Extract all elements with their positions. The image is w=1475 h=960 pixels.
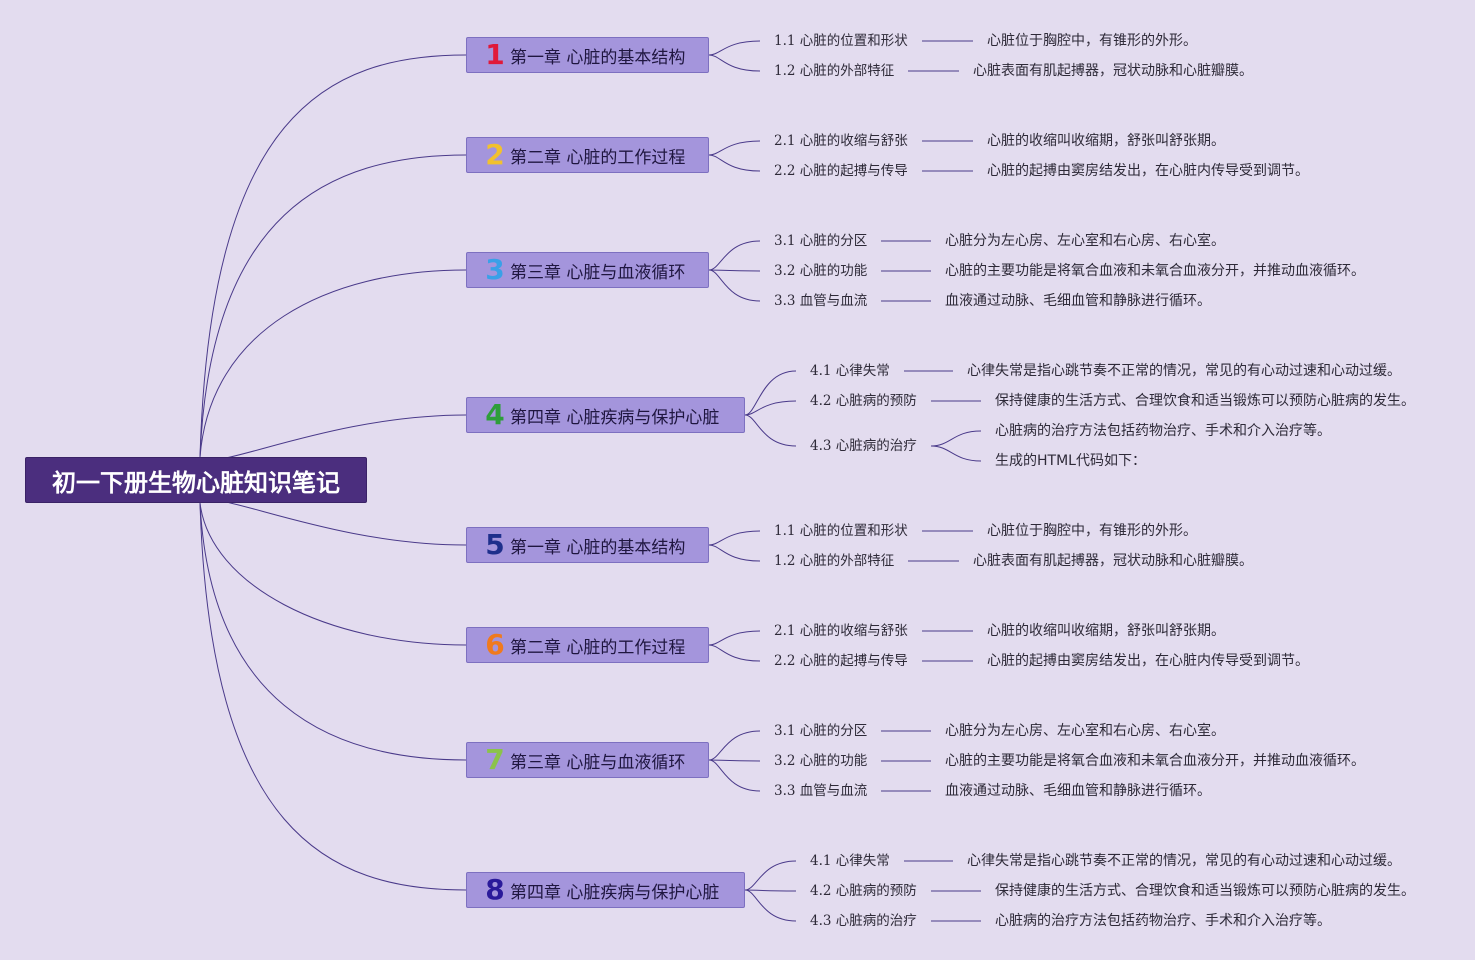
chapter-title: 第二章 心脏的工作过程 <box>510 147 686 168</box>
detail-node[interactable]: 心脏病的治疗方法包括药物治疗、手术和介入治疗等。 <box>995 423 1331 439</box>
chapter-to-section-line <box>708 40 761 56</box>
chapter-title: 第四章 心脏疾病与保护心脏 <box>510 407 720 428</box>
root-to-chapter-line <box>199 502 467 891</box>
section-node[interactable]: 2.1 心脏的收缩与舒张 <box>774 133 908 149</box>
detail-node[interactable]: 心脏的收缩叫收缩期，舒张叫舒张期。 <box>987 133 1225 149</box>
root-to-chapter-line <box>199 269 467 458</box>
section-node[interactable]: 3.3 血管与血流 <box>774 783 868 799</box>
detail-node[interactable]: 心脏病的治疗方法包括药物治疗、手术和介入治疗等。 <box>995 913 1331 929</box>
chapter-title: 第一章 心脏的基本结构 <box>510 537 686 558</box>
detail-node[interactable]: 心脏的主要功能是将氧合血液和未氧合血液分开，并推动血液循环。 <box>945 263 1365 279</box>
detail-node[interactable]: 心脏的起搏由窦房结发出，在心脏内传导受到调节。 <box>987 653 1309 669</box>
chapter-to-section-line <box>708 240 761 271</box>
detail-node[interactable]: 心律失常是指心跳节奏不正常的情况，常见的有心动过速和心动过缓。 <box>967 853 1401 869</box>
chapter-number: 6 <box>485 628 505 661</box>
detail-node[interactable]: 心脏分为左心房、左心室和右心房、右心室。 <box>945 233 1225 249</box>
chapter-node-3[interactable]: 3 第三章 心脏与血液循环 <box>466 252 709 288</box>
chapter-node-8[interactable]: 8 第四章 心脏疾病与保护心脏 <box>466 872 745 908</box>
chapter-title: 第三章 心脏与血液循环 <box>510 752 686 773</box>
root-to-chapter-line <box>199 414 467 461</box>
chapter-number: 4 <box>485 398 505 431</box>
section-node[interactable]: 1.1 心脏的位置和形状 <box>774 523 908 539</box>
chapter-to-section-line <box>708 140 761 156</box>
chapter-number: 1 <box>485 38 505 71</box>
detail-node[interactable]: 保持健康的生活方式、合理饮食和适当锻炼可以预防心脏病的发生。 <box>995 393 1415 409</box>
section-node[interactable]: 2.2 心脏的起搏与传导 <box>774 653 908 669</box>
chapter-to-section-line <box>744 889 797 922</box>
section-node[interactable]: 4.2 心脏病的预防 <box>810 883 917 899</box>
chapter-title: 第三章 心脏与血液循环 <box>510 262 686 283</box>
chapter-to-section-line <box>744 370 797 416</box>
chapter-to-section-line <box>708 759 761 792</box>
root-node[interactable]: 初一下册生物心脏知识笔记 <box>25 457 367 503</box>
chapter-node-5[interactable]: 5 第一章 心脏的基本结构 <box>466 527 709 563</box>
section-to-detail-line <box>930 430 982 447</box>
chapter-to-section-line <box>708 730 761 761</box>
chapter-to-section-line <box>708 759 761 762</box>
section-node[interactable]: 3.1 心脏的分区 <box>774 723 868 739</box>
root-to-chapter-line <box>199 54 467 458</box>
section-node[interactable]: 2.1 心脏的收缩与舒张 <box>774 623 908 639</box>
detail-node[interactable]: 血液通过动脉、毛细血管和静脉进行循环。 <box>945 293 1211 309</box>
section-node[interactable]: 4.1 心律失常 <box>810 853 890 869</box>
chapter-node-6[interactable]: 6 第二章 心脏的工作过程 <box>466 627 709 663</box>
section-node[interactable]: 4.3 心脏病的治疗 <box>810 913 917 929</box>
section-node[interactable]: 1.1 心脏的位置和形状 <box>774 33 908 49</box>
detail-node[interactable]: 心律失常是指心跳节奏不正常的情况，常见的有心动过速和心动过缓。 <box>967 363 1401 379</box>
section-node[interactable]: 1.2 心脏的外部特征 <box>774 553 895 569</box>
section-node[interactable]: 3.3 血管与血流 <box>774 293 868 309</box>
detail-node[interactable]: 心脏分为左心房、左心室和右心房、右心室。 <box>945 723 1225 739</box>
chapter-to-section-line <box>744 889 797 892</box>
chapter-to-section-line <box>708 54 761 72</box>
chapter-number: 5 <box>485 528 505 561</box>
chapter-node-2[interactable]: 2 第二章 心脏的工作过程 <box>466 137 709 173</box>
chapter-number: 7 <box>485 743 505 776</box>
section-node[interactable]: 2.2 心脏的起搏与传导 <box>774 163 908 179</box>
section-node[interactable]: 3.2 心脏的功能 <box>774 263 868 279</box>
section-node[interactable]: 4.1 心律失常 <box>810 363 890 379</box>
chapter-node-4[interactable]: 4 第四章 心脏疾病与保护心脏 <box>466 397 745 433</box>
chapter-title: 第一章 心脏的基本结构 <box>510 47 686 68</box>
root-to-chapter-line <box>199 154 467 458</box>
chapter-node-1[interactable]: 1 第一章 心脏的基本结构 <box>466 37 709 73</box>
detail-node[interactable]: 心脏位于胸腔中，有锥形的外形。 <box>987 523 1197 539</box>
chapter-to-section-line <box>708 630 761 646</box>
chapter-title: 第四章 心脏疾病与保护心脏 <box>510 882 720 903</box>
detail-node[interactable]: 心脏的主要功能是将氧合血液和未氧合血液分开，并推动血液循环。 <box>945 753 1365 769</box>
section-node[interactable]: 3.1 心脏的分区 <box>774 233 868 249</box>
chapter-number: 2 <box>485 138 505 171</box>
section-to-detail-line <box>930 445 982 462</box>
chapter-number: 8 <box>485 873 505 906</box>
chapter-to-section-line <box>708 154 761 172</box>
detail-node[interactable]: 生成的HTML代码如下： <box>995 453 1146 469</box>
chapter-node-7[interactable]: 7 第三章 心脏与血液循环 <box>466 742 709 778</box>
chapter-to-section-line <box>744 860 797 891</box>
chapter-to-section-line <box>744 400 797 416</box>
detail-node[interactable]: 心脏表面有肌起搏器，冠状动脉和心脏瓣膜。 <box>973 63 1253 79</box>
detail-node[interactable]: 心脏的收缩叫收缩期，舒张叫舒张期。 <box>987 623 1225 639</box>
detail-node[interactable]: 心脏的起搏由窦房结发出，在心脏内传导受到调节。 <box>987 163 1309 179</box>
chapter-to-section-line <box>708 644 761 662</box>
section-node[interactable]: 4.3 心脏病的治疗 <box>810 438 917 454</box>
section-node[interactable]: 1.2 心脏的外部特征 <box>774 63 895 79</box>
detail-node[interactable]: 血液通过动脉、毛细血管和静脉进行循环。 <box>945 783 1211 799</box>
section-node[interactable]: 4.2 心脏病的预防 <box>810 393 917 409</box>
chapter-to-section-line <box>708 269 761 272</box>
detail-node[interactable]: 心脏位于胸腔中，有锥形的外形。 <box>987 33 1197 49</box>
root-title: 初一下册生物心脏知识笔记 <box>52 468 340 497</box>
chapter-to-section-line <box>708 269 761 302</box>
chapter-number: 3 <box>485 253 505 286</box>
detail-node[interactable]: 心脏表面有肌起搏器，冠状动脉和心脏瓣膜。 <box>973 553 1253 569</box>
detail-node[interactable]: 保持健康的生活方式、合理饮食和适当锻炼可以预防心脏病的发生。 <box>995 883 1415 899</box>
root-to-chapter-line <box>199 502 467 761</box>
chapter-title: 第二章 心脏的工作过程 <box>510 637 686 658</box>
chapter-to-section-line <box>744 414 797 447</box>
chapter-to-section-line <box>708 544 761 562</box>
root-to-chapter-line <box>199 502 467 646</box>
section-node[interactable]: 3.2 心脏的功能 <box>774 753 868 769</box>
chapter-to-section-line <box>708 530 761 546</box>
root-to-chapter-line <box>199 499 467 546</box>
